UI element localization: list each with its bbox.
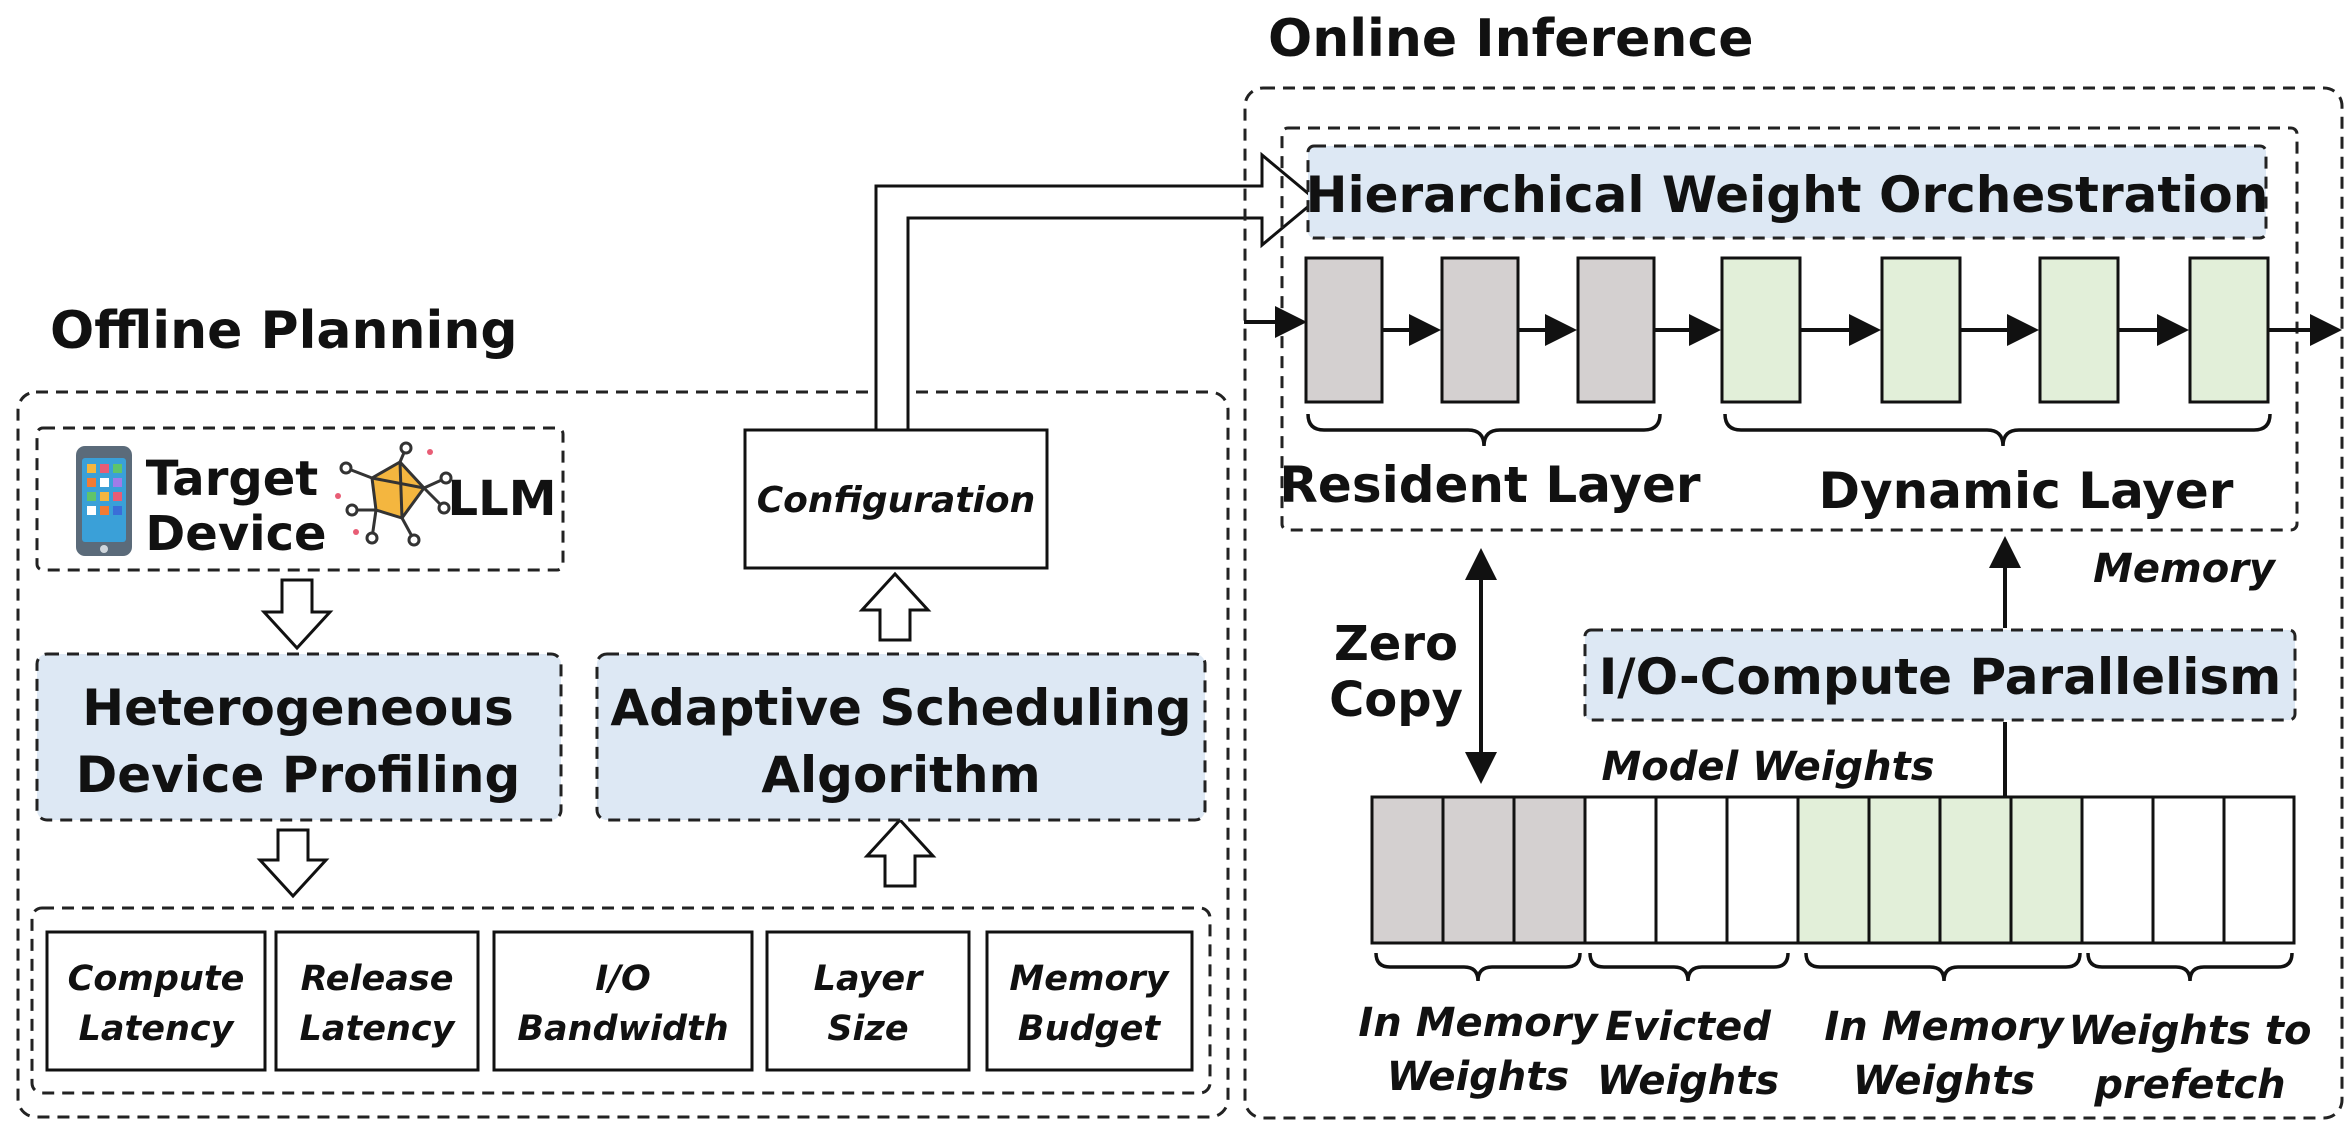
dynamic-layer-block xyxy=(2188,256,2270,404)
orchestration-label: Hierarchical Weight Orchestration xyxy=(1306,166,2269,224)
configuration-to-orchestration-arrow xyxy=(874,151,1319,432)
dynamic-layer-label: Dynamic Layer xyxy=(1819,462,2234,520)
memory-label: Memory xyxy=(2093,546,2277,592)
hollow-arrow-down xyxy=(260,578,334,651)
online-inference-title: Online Inference xyxy=(1268,9,1754,69)
weight-group-label-line1: In Memory xyxy=(1358,1000,1599,1046)
llm-label: LLM xyxy=(448,471,557,527)
resident-layer-block xyxy=(1440,256,1520,404)
profiling-label-line2: Device Profiling xyxy=(76,746,520,804)
zero-copy-label-line2: Copy xyxy=(1329,672,1463,728)
param-compute-latency xyxy=(45,930,267,1072)
weight-cell xyxy=(1725,795,1800,945)
weights-brace xyxy=(1588,952,1790,982)
param-label-line1: Memory xyxy=(1009,959,1170,999)
offline-planning-panel xyxy=(16,390,1230,1119)
resident-layer-brace xyxy=(1306,413,1662,447)
hollow-arrow-up xyxy=(863,817,937,888)
param-label-line1: Layer xyxy=(814,959,925,999)
model-weights-label: Model Weights xyxy=(1601,744,1934,790)
weight-cell xyxy=(1512,795,1587,945)
target-device-label-line2: Device xyxy=(145,506,326,562)
target-device-label-line1: Target xyxy=(146,451,318,507)
weight-cell xyxy=(1583,795,1658,945)
param-label-line2: Budget xyxy=(1018,1009,1161,1049)
param-label-line2: Latency xyxy=(79,1009,236,1049)
weight-cell xyxy=(2151,795,2226,945)
io-compute-parallelism-box xyxy=(1583,628,2297,722)
weight-cell xyxy=(1938,795,2013,945)
online-inference-panel xyxy=(1243,86,2344,1120)
dynamic-layer-block xyxy=(1720,256,1802,404)
param-io-bandwidth xyxy=(492,930,754,1072)
param-label-line1: Compute xyxy=(68,959,245,999)
dynamic-layer-block xyxy=(1880,256,1962,404)
param-release-latency xyxy=(274,930,480,1072)
hollow-arrow-up xyxy=(858,571,932,642)
profile-parameters-box xyxy=(30,906,1212,1095)
weight-group-label-line1: Evicted xyxy=(1605,1004,1771,1050)
param-label-line2: Latency xyxy=(300,1009,457,1049)
io-parallelism-label: I/O-Compute Parallelism xyxy=(1599,648,2282,706)
weight-cell xyxy=(2009,795,2084,945)
phone-icon xyxy=(76,446,132,556)
weight-group-label-line1: In Memory xyxy=(1824,1004,2065,1050)
param-label-line2: Size xyxy=(827,1009,908,1049)
offline-planning-title: Offline Planning xyxy=(50,301,518,361)
weight-group-label-line1: Weights to xyxy=(2069,1008,2312,1054)
weight-group-label-line2: Weights xyxy=(1853,1058,2035,1104)
dynamic-layer-block xyxy=(2038,256,2120,404)
weight-cell xyxy=(1796,795,1871,945)
weight-cell xyxy=(1867,795,1942,945)
weight-cell xyxy=(1441,795,1516,945)
scheduling-label-line1: Adaptive Scheduling xyxy=(610,679,1191,737)
hollow-arrow-down xyxy=(256,828,330,899)
weight-group-label-line2: Weights xyxy=(1387,1054,1569,1100)
neural-network-icon xyxy=(335,441,453,547)
param-memory-budget xyxy=(985,930,1194,1072)
param-label-line2: Bandwidth xyxy=(517,1009,728,1049)
heterogeneous-profiling-box xyxy=(35,652,563,822)
weight-cell xyxy=(2222,795,2296,945)
weights-brace xyxy=(1804,952,2082,982)
adaptive-scheduling-box xyxy=(595,652,1207,822)
model-weights-strip xyxy=(1370,795,2296,945)
weight-cell xyxy=(1654,795,1729,945)
weight-group-label-line2: Weights xyxy=(1597,1058,1779,1104)
zero-copy-label-line1: Zero xyxy=(1334,616,1458,672)
param-label-line1: Release xyxy=(301,959,454,999)
resident-layer-block xyxy=(1304,256,1384,404)
param-layer-size xyxy=(765,930,971,1072)
target-device-llm-box xyxy=(35,426,565,572)
resident-layer-label: Resident Layer xyxy=(1279,456,1700,514)
dynamic-layer-brace xyxy=(1723,413,2272,447)
weights-brace xyxy=(2086,952,2294,982)
param-label-line1: I/O xyxy=(595,959,651,999)
weights-brace xyxy=(1374,952,1582,982)
weight-group-label-line2: prefetch xyxy=(2093,1062,2285,1108)
scheduling-label-line2: Algorithm xyxy=(761,746,1040,804)
weight-cell xyxy=(1370,795,1445,945)
configuration-label: Configuration xyxy=(757,480,1035,521)
configuration-box xyxy=(743,428,1049,570)
profiling-label-line1: Heterogeneous xyxy=(82,679,514,737)
weight-cell xyxy=(2080,795,2155,945)
weight-orchestration-box xyxy=(1306,144,2268,240)
resident-layer-block xyxy=(1576,256,1656,404)
